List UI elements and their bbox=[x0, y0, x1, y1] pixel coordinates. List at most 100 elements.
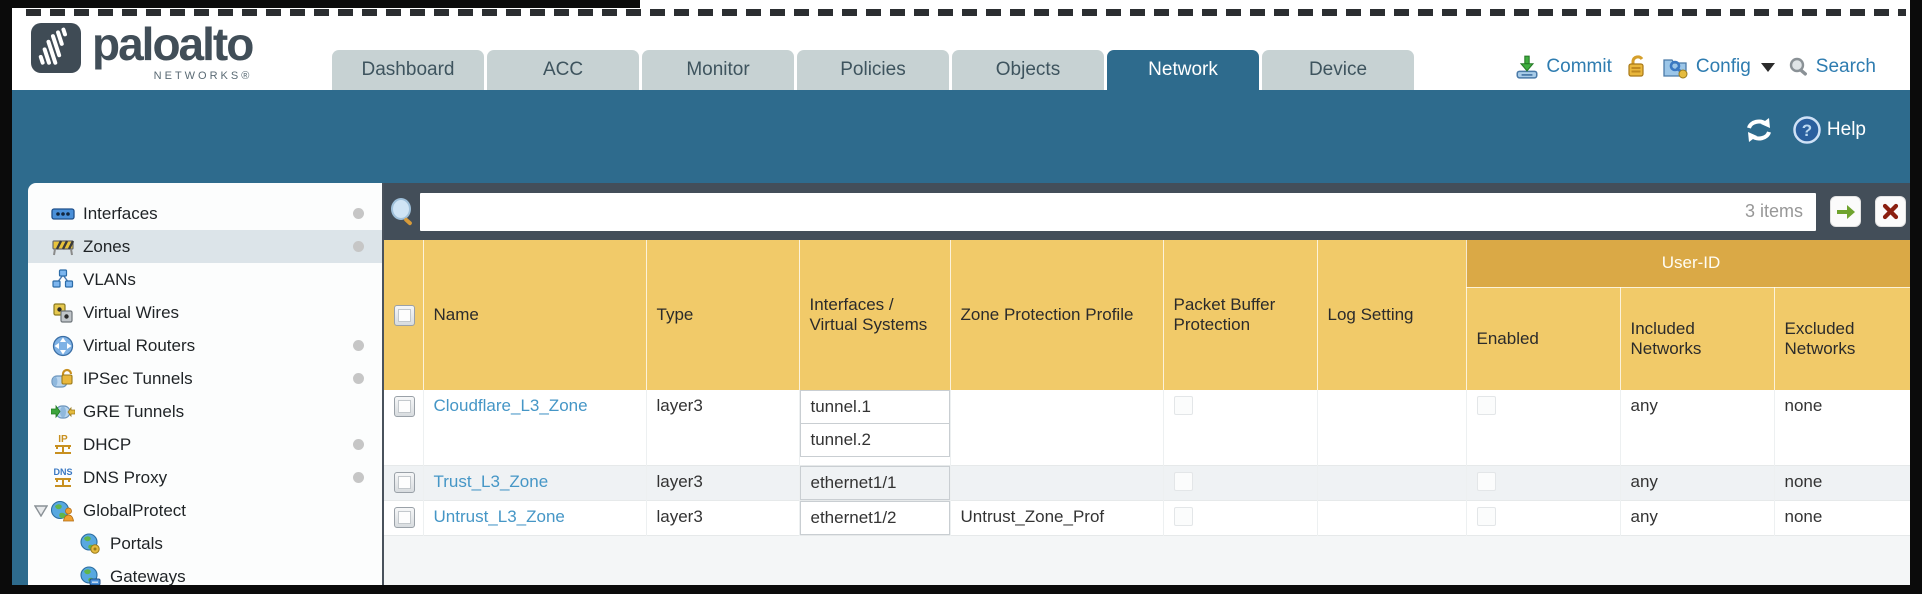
col-header-excluded-networks[interactable]: Excluded Networks bbox=[1774, 287, 1910, 390]
log-setting bbox=[1317, 465, 1467, 500]
filter-input[interactable]: 3 items bbox=[420, 192, 1816, 231]
col-header-zone-protection-profile[interactable]: Zone Protection Profile bbox=[950, 240, 1164, 390]
excluded-networks: none bbox=[1774, 500, 1910, 535]
user-id-enabled-checkbox[interactable] bbox=[1476, 506, 1496, 526]
chevron-down-icon bbox=[1760, 62, 1775, 72]
row-checkbox[interactable] bbox=[394, 396, 415, 417]
user-id-enabled-checkbox[interactable] bbox=[1476, 396, 1496, 415]
close-icon bbox=[1882, 203, 1899, 220]
sidebar-item-interfaces[interactable]: Interfaces bbox=[28, 197, 382, 230]
search-icon bbox=[1789, 57, 1807, 76]
status-dot bbox=[353, 340, 364, 351]
ipsec-tunnels-icon bbox=[50, 368, 76, 390]
sidebar-item-virtual-routers[interactable]: Virtual Routers bbox=[28, 329, 382, 362]
interface-cell: ethernet1/1 bbox=[799, 465, 949, 500]
tab-dashboard[interactable]: Dashboard bbox=[332, 50, 484, 90]
sidebar-item-portals[interactable]: Portals bbox=[28, 527, 382, 560]
help-button[interactable]: ? Help bbox=[1791, 114, 1866, 146]
col-header-enabled[interactable]: Enabled bbox=[1466, 287, 1621, 390]
sidebar-item-ipsec-tunnels[interactable]: IPSec Tunnels bbox=[28, 362, 382, 395]
row-checkbox[interactable] bbox=[394, 506, 415, 528]
sidebar-item-dhcp[interactable]: IP DHCP bbox=[28, 428, 382, 461]
page: paloalto NETWORKS® Dashboard ACC Monitor… bbox=[12, 0, 1910, 585]
sidebar-item-globalprotect[interactable]: GlobalProtect bbox=[28, 494, 382, 527]
sidebar-item-label: Gateways bbox=[110, 566, 186, 586]
brand-name: paloalto bbox=[92, 18, 254, 70]
lock-icon[interactable] bbox=[1625, 54, 1649, 80]
items-count: 3 items bbox=[1744, 201, 1803, 221]
col-header-log-setting[interactable]: Log Setting bbox=[1317, 240, 1467, 390]
zone-type: layer3 bbox=[646, 500, 800, 535]
sidebar-item-vlans[interactable]: VLANs bbox=[28, 263, 382, 296]
virtual-routers-icon bbox=[50, 335, 76, 357]
zones-table: Name Type Interfaces / Virtual Systems Z… bbox=[384, 240, 1910, 536]
top-dashed-edge bbox=[26, 9, 1906, 16]
log-setting bbox=[1317, 390, 1467, 465]
col-header-name[interactable]: Name bbox=[423, 240, 647, 390]
help-icon: ? bbox=[1792, 116, 1821, 144]
sidebar-item-virtual-wires[interactable]: Virtual Wires bbox=[28, 296, 382, 329]
virtual-wires-icon bbox=[50, 302, 76, 324]
zone-protection-profile bbox=[950, 465, 1164, 500]
clear-filter-button[interactable] bbox=[1875, 196, 1906, 227]
col-header-packet-buffer-protection[interactable]: Packet Buffer Protection bbox=[1163, 240, 1318, 390]
packet-buffer-checkbox[interactable] bbox=[1173, 471, 1193, 491]
commit-icon bbox=[1516, 55, 1538, 79]
sidebar-item-label: Portals bbox=[110, 533, 163, 553]
packet-buffer-checkbox[interactable] bbox=[1173, 506, 1193, 526]
sidebar-item-label: IPSec Tunnels bbox=[83, 368, 193, 388]
table-empty-area bbox=[384, 535, 1910, 585]
commit-label: Commit bbox=[1546, 56, 1612, 77]
sidebar-item-zones[interactable]: Zones bbox=[28, 230, 382, 263]
tab-device[interactable]: Device bbox=[1262, 50, 1414, 90]
expander-triangle-icon[interactable] bbox=[34, 504, 52, 517]
sidebar-item-gre-tunnels[interactable]: GRE Tunnels bbox=[28, 395, 382, 428]
search-button[interactable]: Search bbox=[1788, 56, 1876, 78]
packet-buffer-checkbox[interactable] bbox=[1173, 396, 1193, 415]
app-header: paloalto NETWORKS® Dashboard ACC Monitor… bbox=[12, 0, 1910, 90]
sidebar-item-gateways[interactable]: Gateways bbox=[28, 560, 382, 585]
status-dot bbox=[353, 472, 364, 483]
tab-network[interactable]: Network bbox=[1107, 50, 1259, 90]
svg-text:?: ? bbox=[1802, 121, 1812, 140]
col-header-type[interactable]: Type bbox=[646, 240, 800, 390]
zone-name-link[interactable]: Cloudflare_L3_Zone bbox=[433, 396, 588, 415]
zone-protection-profile bbox=[950, 390, 1164, 465]
zone-name-link[interactable]: Trust_L3_Zone bbox=[433, 471, 549, 491]
row-checkbox[interactable] bbox=[394, 471, 415, 493]
sidebar-item-label: Interfaces bbox=[83, 203, 158, 223]
sidebar-item-label: DHCP bbox=[83, 434, 132, 454]
filter-toolbar: 3 items bbox=[384, 183, 1910, 240]
select-all-checkbox[interactable] bbox=[394, 304, 415, 326]
zone-name-link[interactable]: Untrust_L3_Zone bbox=[433, 506, 565, 526]
paloalto-logo-icon bbox=[31, 23, 81, 73]
svg-text:IP: IP bbox=[58, 434, 68, 445]
main-panel: 3 items bbox=[382, 183, 1910, 585]
col-header-interfaces[interactable]: Interfaces / Virtual Systems bbox=[799, 240, 951, 390]
paloalto-logo: paloalto NETWORKS® bbox=[30, 18, 254, 82]
apply-filter-button[interactable] bbox=[1830, 196, 1861, 227]
commit-button[interactable]: Commit bbox=[1514, 54, 1612, 80]
sidebar-item-label: Virtual Wires bbox=[83, 302, 180, 322]
header-utilities: Commit Config bbox=[1514, 50, 1876, 84]
excluded-networks: none bbox=[1774, 390, 1910, 465]
log-setting bbox=[1317, 500, 1467, 535]
config-button[interactable]: Config bbox=[1662, 54, 1775, 80]
tab-acc[interactable]: ACC bbox=[487, 50, 639, 90]
tab-objects[interactable]: Objects bbox=[952, 50, 1104, 90]
zone-protection-profile: Untrust_Zone_Prof bbox=[950, 500, 1164, 535]
refresh-icon[interactable] bbox=[1743, 115, 1775, 145]
tab-monitor[interactable]: Monitor bbox=[642, 50, 794, 90]
col-header-included-networks[interactable]: Included Networks bbox=[1620, 287, 1775, 390]
tab-policies[interactable]: Policies bbox=[797, 50, 949, 90]
svg-text:DNS: DNS bbox=[53, 467, 72, 477]
user-id-enabled-checkbox[interactable] bbox=[1476, 471, 1496, 491]
sidebar-item-dns-proxy[interactable]: DNS DNS Proxy bbox=[28, 461, 382, 494]
help-label: Help bbox=[1826, 119, 1866, 140]
status-dot bbox=[353, 373, 364, 384]
sidebar-item-label: VLANs bbox=[83, 269, 136, 289]
status-dot bbox=[353, 241, 364, 252]
main-tabs: Dashboard ACC Monitor Policies Objects N… bbox=[332, 50, 1417, 90]
interfaces-icon bbox=[50, 203, 76, 225]
status-dot bbox=[353, 208, 364, 219]
